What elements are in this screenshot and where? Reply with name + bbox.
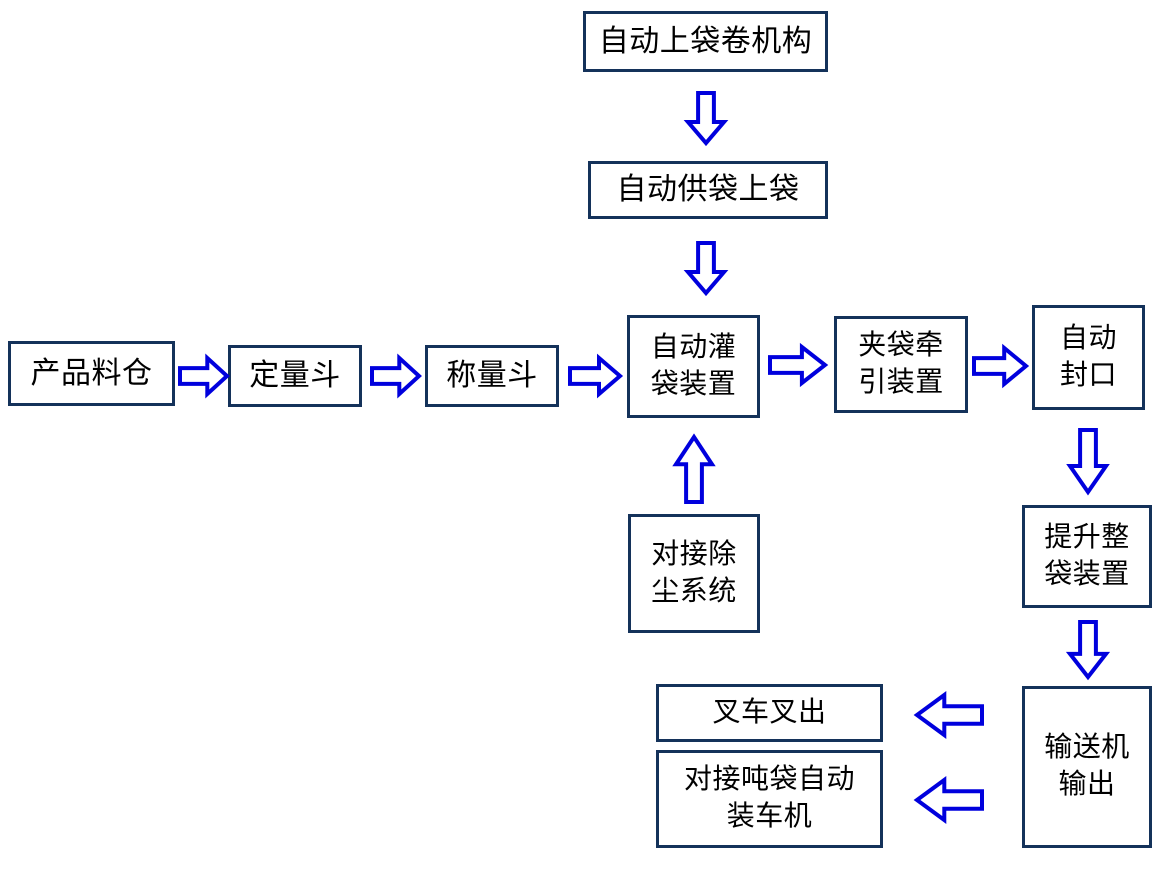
arrow-conveyor-to-ton-bag-loader-icon [913,776,984,824]
node-product-silo[interactable]: 产品料仓 [8,341,175,406]
arrow-lift-to-conveyor-icon [1065,620,1111,681]
node-auto-bag-feeding[interactable]: 自动供袋上袋 [588,161,828,219]
node-ton-bag-auto-loader[interactable]: 对接吨袋自动 装车机 [656,750,883,848]
node-weighing-hopper[interactable]: 称量斗 [425,345,559,407]
node-label-auto-bag-roll-mechanism: 自动上袋卷机构 [598,24,813,58]
node-auto-bag-filling-device[interactable]: 自动灌 袋装置 [627,315,760,418]
node-label-ton-bag-auto-loader: 对接吨袋自动 装车机 [683,764,855,832]
arrow-bag-feeding-to-filling-icon [683,241,729,297]
arrow-filling-to-clamp-icon [768,342,829,388]
node-forklift-pickup[interactable]: 叉车叉出 [656,684,883,742]
node-dosing-hopper[interactable]: 定量斗 [228,345,362,407]
arrow-clamp-to-sealing-icon [972,343,1030,389]
node-auto-bag-roll-mechanism[interactable]: 自动上袋卷机构 [583,11,828,72]
node-label-conveyor-output: 输送机 输出 [1044,732,1130,800]
arrow-dust-to-filling-icon [672,433,716,504]
node-label-product-silo: 产品料仓 [30,356,153,390]
arrow-sealing-to-lift-icon [1066,428,1110,496]
node-lift-bag-shaping-device[interactable]: 提升整 袋装置 [1022,505,1152,608]
node-label-auto-bag-filling-device: 自动灌 袋装置 [650,331,737,400]
node-label-dosing-hopper: 定量斗 [249,359,341,393]
node-label-bag-clamp-pulling-device: 夹袋牵 引装置 [858,329,944,398]
node-label-auto-sealing: 自动 封口 [1059,322,1117,391]
node-conveyor-output[interactable]: 输送机 输出 [1022,686,1152,848]
node-dust-removal-docking-system[interactable]: 对接除 尘系统 [628,514,760,633]
arrow-dosing-to-weighing-icon [370,353,422,399]
arrow-weighing-to-filling-icon [568,353,624,399]
node-label-weighing-hopper: 称量斗 [446,359,538,393]
arrow-conveyor-to-forklift-icon [913,691,984,739]
node-auto-sealing[interactable]: 自动 封口 [1032,305,1145,410]
node-bag-clamp-pulling-device[interactable]: 夹袋牵 引装置 [834,316,968,413]
arrow-bag-roll-to-bag-feeding-icon [683,91,729,147]
node-label-forklift-pickup: 叉车叉出 [712,696,827,728]
node-label-lift-bag-shaping-device: 提升整 袋装置 [1044,521,1130,590]
node-label-dust-removal-docking-system: 对接除 尘系统 [651,538,737,607]
node-label-auto-bag-feeding: 自动供袋上袋 [616,173,800,207]
arrow-silo-to-dosing-icon [178,353,230,399]
